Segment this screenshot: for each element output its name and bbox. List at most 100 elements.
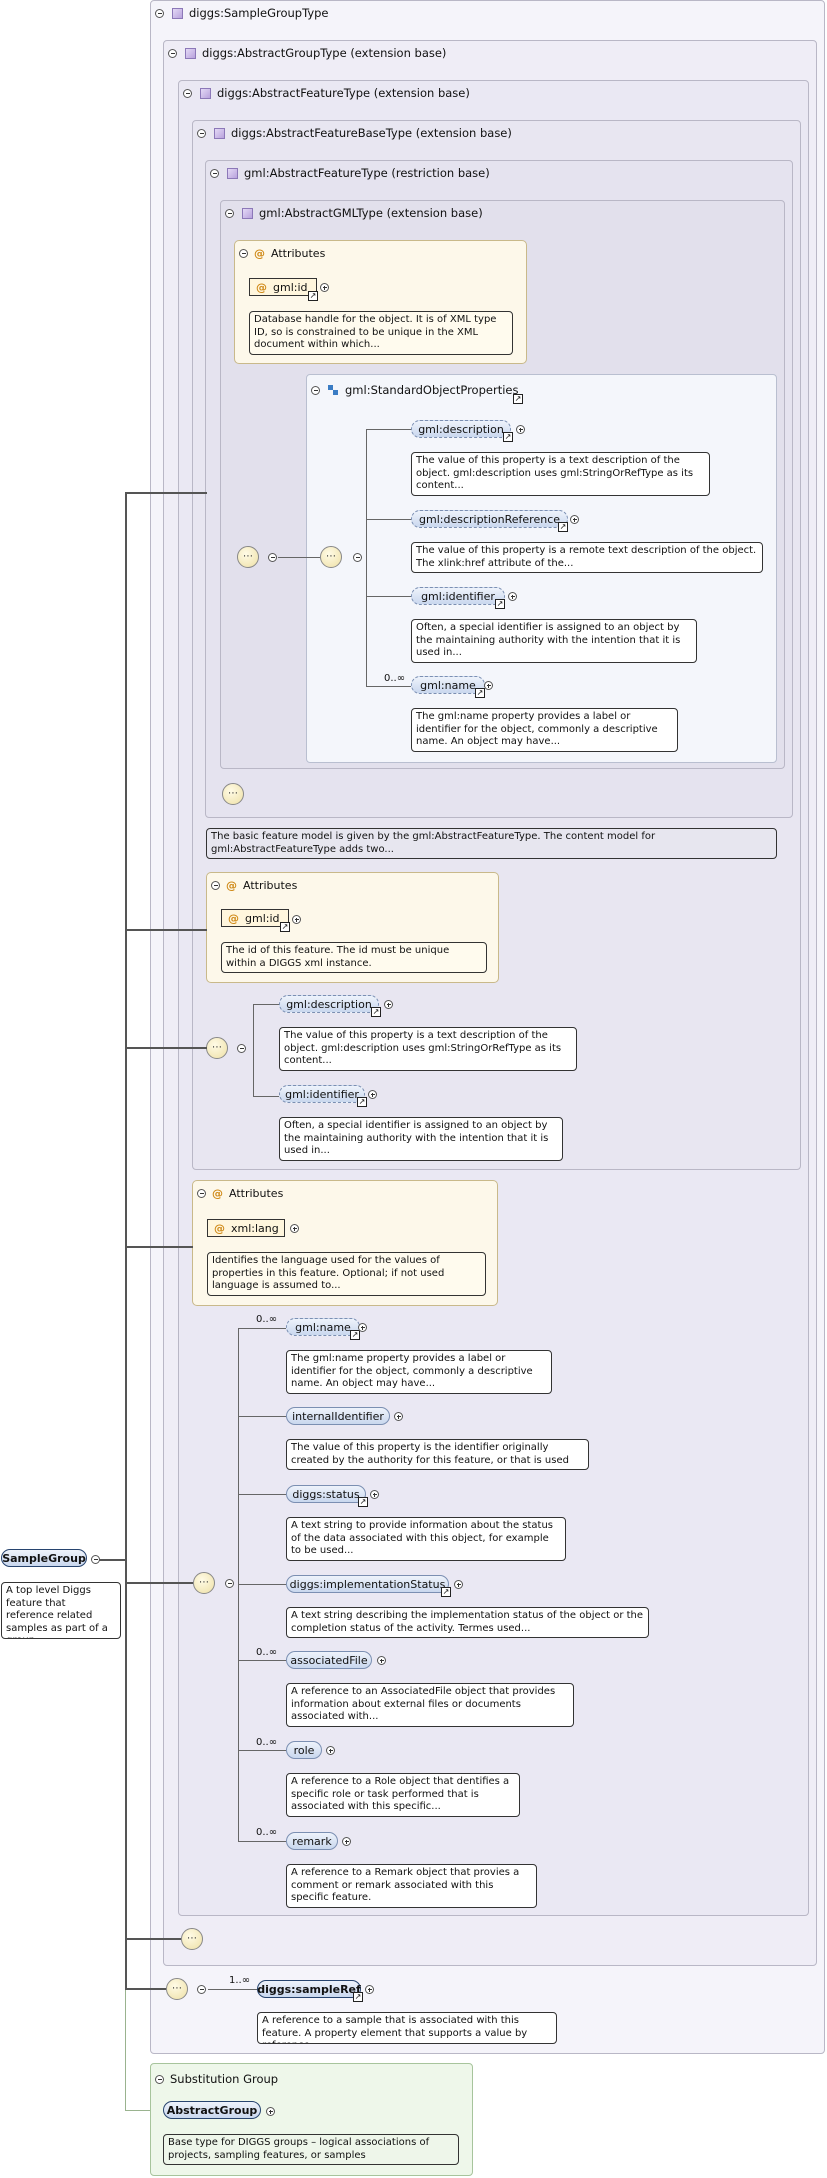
collapse-icon[interactable] xyxy=(197,1189,206,1198)
link-arrow-icon[interactable]: ↗ xyxy=(441,1587,451,1597)
link-arrow-icon[interactable]: ↗ xyxy=(475,688,485,698)
feature-element-remark-desc: A reference to a Remark object that prov… xyxy=(286,1864,537,1908)
feature-element-role-desc: A reference to a Role object that dentif… xyxy=(286,1773,520,1817)
type-label: diggs:AbstractGroupType (extension base) xyxy=(202,46,447,60)
expand-icon[interactable] xyxy=(358,1323,367,1332)
collapse-icon[interactable] xyxy=(225,1579,234,1588)
collapse-icon[interactable] xyxy=(239,249,248,258)
link-arrow-icon[interactable]: ↗ xyxy=(308,291,318,301)
cardinality: 0..∞ xyxy=(256,1314,278,1325)
gml-id-description: Database handle for the object. It is of… xyxy=(249,311,513,355)
feature-element-associated-file[interactable]: associatedFile xyxy=(286,1651,372,1669)
expand-icon[interactable] xyxy=(384,1000,393,1009)
feature-element-remark[interactable]: remark xyxy=(286,1832,338,1850)
collapse-icon[interactable] xyxy=(210,168,219,178)
root-description: A top level Diggs feature that reference… xyxy=(1,1582,121,1639)
expand-icon[interactable] xyxy=(508,592,517,601)
standard-group-icon xyxy=(328,384,339,396)
standard-prop-description-reference[interactable]: gml:descriptionReference xyxy=(411,510,568,528)
sequence-icon[interactable]: ⋯ xyxy=(193,1572,215,1594)
expand-icon[interactable] xyxy=(368,1090,377,1099)
expand-icon[interactable] xyxy=(320,283,329,292)
sample-ref-element[interactable]: diggs:sampleRef xyxy=(257,1980,361,1998)
sequence-icon[interactable]: ⋯ xyxy=(166,1978,188,2000)
collapse-icon[interactable] xyxy=(155,8,164,18)
link-arrow-icon[interactable]: ↗ xyxy=(371,1007,381,1017)
sequence-icon[interactable]: ⋯ xyxy=(222,783,244,805)
xml-lang-attribute[interactable]: @ xml:lang xyxy=(207,1219,285,1237)
standard-group-label: gml:StandardObjectProperties xyxy=(345,383,519,397)
expand-icon[interactable] xyxy=(394,1412,403,1421)
attributes-label: Attributes xyxy=(229,1187,284,1200)
expand-icon[interactable] xyxy=(290,1224,299,1233)
collapse-icon[interactable] xyxy=(91,1555,100,1564)
link-arrow-icon[interactable]: ↗ xyxy=(495,599,505,609)
link-arrow-icon[interactable]: ↗ xyxy=(350,1330,360,1340)
collapse-icon[interactable] xyxy=(183,88,192,98)
collapse-icon[interactable] xyxy=(311,385,320,395)
expand-icon[interactable] xyxy=(266,2107,275,2116)
expand-icon[interactable] xyxy=(365,1985,374,1994)
standard-prop-identifier-desc: Often, a special identifier is assigned … xyxy=(411,619,697,663)
collapse-icon[interactable] xyxy=(155,2074,164,2084)
standard-prop-identifier[interactable]: gml:identifier xyxy=(411,587,505,605)
collapse-icon[interactable] xyxy=(353,553,362,562)
xml-lang-label: xml:lang xyxy=(231,1221,279,1235)
gml-id-attribute[interactable]: @gml:id xyxy=(249,278,317,296)
gml-id-label: gml:id xyxy=(273,280,308,294)
attribute-icon: @ xyxy=(214,1221,225,1235)
sequence-icon[interactable]: ⋯ xyxy=(320,546,342,568)
collapse-icon[interactable] xyxy=(197,128,206,138)
collapse-icon[interactable] xyxy=(268,553,277,562)
abstract-group-element[interactable]: AbstractGroup xyxy=(163,2101,261,2119)
attribute-icon: @ xyxy=(254,247,265,260)
feature-element-role[interactable]: role xyxy=(286,1741,322,1759)
base-element-description[interactable]: gml:description xyxy=(279,995,379,1013)
link-arrow-icon[interactable]: ↗ xyxy=(358,1497,368,1507)
link-arrow-icon[interactable]: ↗ xyxy=(558,522,568,532)
collapse-icon[interactable] xyxy=(197,1985,206,1994)
collapse-icon[interactable] xyxy=(211,881,220,890)
standard-prop-name-desc: The gml:name property provides a label o… xyxy=(411,708,678,752)
expand-icon[interactable] xyxy=(570,515,579,524)
base-element-identifier[interactable]: gml:identifier xyxy=(279,1085,365,1103)
link-arrow-icon[interactable]: ↗ xyxy=(280,922,290,932)
standard-prop-description[interactable]: gml:description xyxy=(411,420,511,438)
cardinality: 0..∞ xyxy=(256,1737,278,1748)
feature-element-associated-file-desc: A reference to an AssociatedFile object … xyxy=(286,1683,574,1727)
expand-icon[interactable] xyxy=(370,1490,379,1499)
base-id-description: The id of this feature. The id must be u… xyxy=(221,942,487,973)
feature-element-status[interactable]: diggs:status xyxy=(286,1485,366,1503)
standard-prop-name[interactable]: gml:name xyxy=(411,676,485,694)
sequence-icon[interactable]: ⋯ xyxy=(206,1037,228,1059)
root-element-sample-group[interactable]: SampleGroup xyxy=(1,1549,87,1567)
sequence-icon[interactable]: ⋯ xyxy=(181,1928,203,1950)
standard-prop-description-reference-desc: The value of this property is a remote t… xyxy=(411,542,763,573)
collapse-icon[interactable] xyxy=(168,48,177,58)
expand-icon[interactable] xyxy=(484,681,493,690)
link-arrow-icon[interactable]: ↗ xyxy=(513,394,523,404)
feature-element-name[interactable]: gml:name xyxy=(286,1318,360,1336)
link-arrow-icon[interactable]: ↗ xyxy=(357,1097,367,1107)
type-icon xyxy=(200,87,211,99)
feature-element-implementation-status[interactable]: diggs:implementationStatus xyxy=(286,1575,449,1593)
sequence-icon[interactable]: ⋯ xyxy=(237,546,259,568)
expand-icon[interactable] xyxy=(292,915,301,924)
type-label: gml:AbstractFeatureType (restriction bas… xyxy=(244,166,490,180)
collapse-icon[interactable] xyxy=(237,1044,246,1053)
type-icon xyxy=(185,47,196,59)
collapse-icon[interactable] xyxy=(225,208,234,218)
expand-icon[interactable] xyxy=(326,1746,335,1755)
link-arrow-icon[interactable]: ↗ xyxy=(503,432,513,442)
base-id-attribute[interactable]: @gml:id xyxy=(221,909,289,927)
attributes-label: Attributes xyxy=(243,879,298,892)
feature-element-internal-identifier[interactable]: internalIdentifier xyxy=(286,1407,390,1425)
feature-element-status-desc: A text string to provide information abo… xyxy=(286,1517,566,1561)
expand-icon[interactable] xyxy=(377,1656,386,1665)
link-arrow-icon[interactable]: ↗ xyxy=(353,1992,363,2002)
expand-icon[interactable] xyxy=(454,1580,463,1589)
expand-icon[interactable] xyxy=(516,425,525,434)
feature-element-internal-identifier-desc: The value of this property is the identi… xyxy=(286,1439,589,1470)
type-icon xyxy=(227,167,238,179)
expand-icon[interactable] xyxy=(342,1837,351,1846)
